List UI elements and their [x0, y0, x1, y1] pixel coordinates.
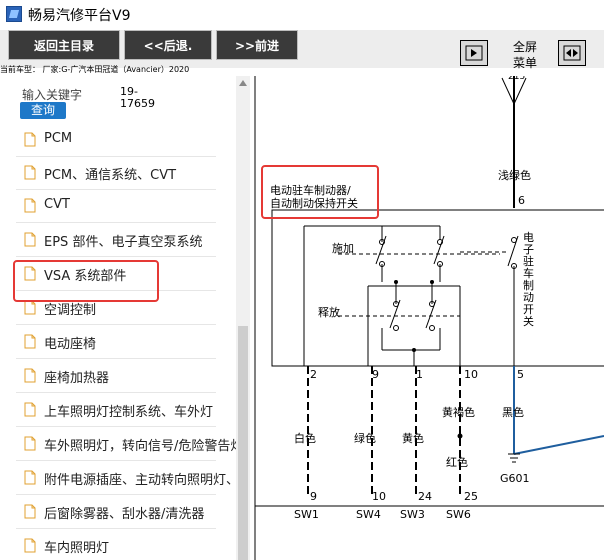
- document-icon: [24, 165, 36, 180]
- nav-item[interactable]: 后窗除雾器、刮水器/清洗器: [16, 496, 216, 529]
- keyword-label: 输入关键字: [22, 88, 83, 102]
- nav-item-label: 座椅加热器: [44, 371, 110, 386]
- document-icon: [24, 436, 36, 451]
- document-icon: [24, 334, 36, 349]
- wire-color-black: 黑色: [502, 406, 524, 419]
- pin-label: 2: [310, 368, 317, 381]
- nav-item[interactable]: VSA 系统部件: [16, 258, 216, 291]
- pin-label: 5: [517, 368, 524, 381]
- switch-label-1: 电动驻车制动器/: [270, 184, 351, 197]
- release-label: 释放: [318, 306, 340, 319]
- pin-label: 1: [416, 368, 423, 381]
- connector-label: SW6: [446, 508, 471, 521]
- connector-label: SW4: [356, 508, 381, 521]
- nav-item-label: 车外照明灯，转向信号/危险警告灯: [44, 439, 238, 454]
- wire-color-green: 绿色: [354, 432, 376, 445]
- document-icon: [24, 470, 36, 485]
- nav-item-label: PCM、通信系统、CVT: [44, 168, 177, 183]
- wire-color-brown-yellow: 黄褐色: [442, 406, 475, 419]
- keyword-input[interactable]: 19- 17659: [120, 86, 160, 110]
- document-icon: [24, 132, 36, 147]
- scrollbar-thumb[interactable]: [238, 326, 248, 560]
- document-icon: [24, 402, 36, 417]
- nav-item-label: 车内照明灯: [44, 541, 110, 556]
- app-icon: [6, 6, 22, 22]
- apply-label: 施加: [332, 242, 354, 255]
- nav-item[interactable]: 上车照明灯控制系统、车外灯: [16, 394, 216, 427]
- connector-pin: 25: [464, 490, 478, 503]
- pin-label: 9: [372, 368, 379, 381]
- left-panel: 输入关键字 19- 17659 查询 PCM PCM、通信系统、CVT CVT …: [0, 76, 238, 560]
- nav-item-label: 空调控制: [44, 303, 97, 318]
- nav-item-label: 附件电源插座、主动转向照明灯、: [44, 473, 238, 488]
- document-icon: [24, 266, 36, 281]
- wiring-diagram: 215 电动驻车制动器/ 自动制动保持开关 浅绿色 6 施加 释放 电子驻车制动…: [250, 76, 604, 560]
- document-icon: [24, 504, 36, 519]
- nav-item[interactable]: 车内照明灯: [16, 530, 216, 560]
- nav-item[interactable]: CVT: [16, 190, 216, 223]
- wire-color-yellow: 黄色: [402, 432, 424, 445]
- left-panel-scrollbar[interactable]: [236, 76, 250, 560]
- document-icon: [24, 368, 36, 383]
- collapse-panel-button[interactable]: [460, 40, 488, 66]
- title-bar: 畅易汽修平台V9: [0, 0, 604, 30]
- wire-color-white: 白色: [294, 432, 316, 445]
- document-icon: [24, 232, 36, 247]
- fullmenu-label-2: 菜单: [512, 56, 537, 70]
- keyword-value-1: 19-: [120, 85, 138, 98]
- epb-switch-label: 电子驻车制动开关: [523, 231, 534, 328]
- document-icon: [24, 198, 36, 213]
- document-icon: [24, 300, 36, 315]
- diagram-lines: [254, 76, 604, 560]
- scroll-up-icon: [239, 80, 247, 86]
- connector-pin: 24: [418, 490, 432, 503]
- highlight-box: [13, 260, 159, 302]
- connector-label: SW1: [294, 508, 319, 521]
- nav-item-label: 后窗除雾器、刮水器/清洗器: [44, 507, 205, 522]
- connector-label: SW3: [400, 508, 425, 521]
- nav-item-label: EPS 部件、电子真空泵系统: [44, 235, 203, 250]
- nav-item[interactable]: PCM、通信系统、CVT: [16, 157, 216, 190]
- expand-icon: [563, 45, 581, 61]
- home-button[interactable]: 返回主目录: [8, 30, 120, 60]
- connector-pin: 9: [310, 490, 317, 503]
- connector-pin: 10: [372, 490, 386, 503]
- top-pin-number: 215: [508, 76, 526, 82]
- window-title: 畅易汽修平台V9: [28, 8, 131, 24]
- nav-item-label: 上车照明灯控制系统、车外灯: [44, 405, 214, 420]
- nav-item-label: PCM: [44, 131, 73, 146]
- switch-label-2: 自动制动保持开关: [270, 197, 358, 210]
- nav-item[interactable]: 附件电源插座、主动转向照明灯、: [16, 462, 238, 495]
- wire-color-light-green: 浅绿色: [498, 169, 531, 182]
- nav-item-label: 电动座椅: [44, 337, 97, 352]
- highlight-box: [261, 165, 379, 219]
- pin-6: 6: [518, 194, 525, 207]
- nav-item[interactable]: EPS 部件、电子真空泵系统: [16, 224, 216, 257]
- nav-item-label: VSA 系统部件: [44, 269, 127, 284]
- nav-item[interactable]: 车外照明灯，转向信号/危险警告灯: [16, 428, 238, 461]
- nav-item[interactable]: 空调控制: [16, 292, 216, 325]
- wire-color-red: 红色: [446, 456, 468, 469]
- nav-item-label: CVT: [44, 197, 70, 212]
- nav-item[interactable]: PCM: [16, 124, 216, 157]
- query-button[interactable]: 查询: [20, 102, 66, 119]
- toolbar: 返回主目录 <<后退. >>前进 全屏 菜单: [0, 30, 604, 71]
- back-button[interactable]: <<后退.: [124, 30, 212, 60]
- forward-button[interactable]: >>前进: [216, 30, 298, 60]
- expand-panel-button[interactable]: [558, 40, 586, 66]
- collapse-icon: [465, 45, 483, 61]
- keyword-value-2: 17659: [120, 97, 155, 110]
- pin-label: 10: [464, 368, 478, 381]
- ground-label: G601: [500, 472, 530, 485]
- current-model-text: 当前车型： 厂家:G-广汽本田冠道（Avancier）2020: [0, 65, 190, 74]
- document-icon: [24, 538, 36, 553]
- nav-item[interactable]: 座椅加热器: [16, 360, 216, 393]
- nav-item[interactable]: 电动座椅: [16, 326, 216, 359]
- fullscreen-menu-button[interactable]: 全屏 菜单: [504, 39, 546, 71]
- fullmenu-label-1: 全屏: [512, 40, 537, 54]
